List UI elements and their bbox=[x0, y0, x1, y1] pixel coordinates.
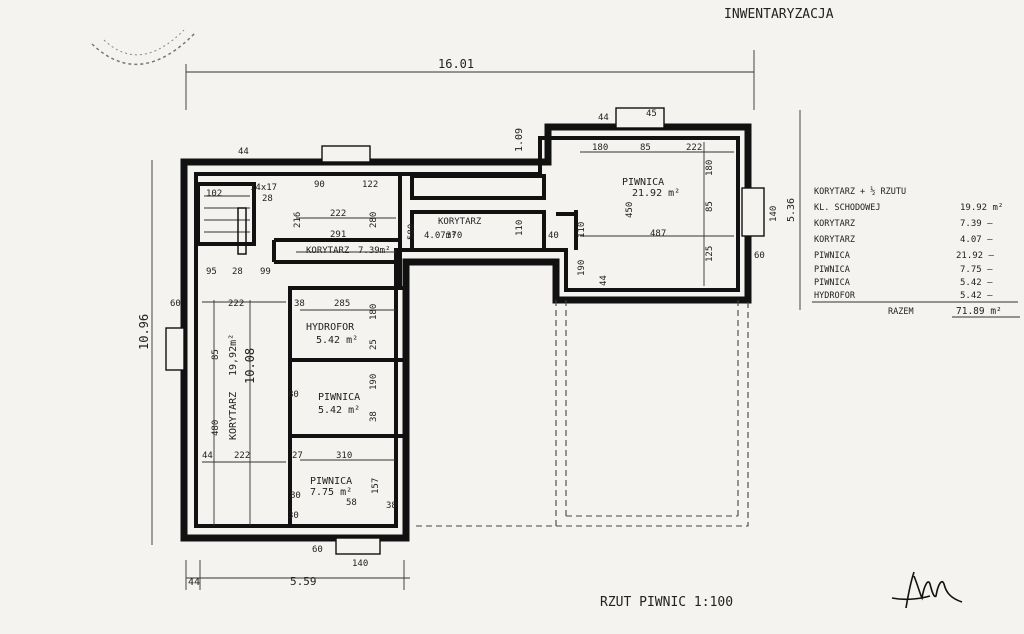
dim-text: 110 bbox=[515, 220, 525, 236]
summary-total-value: 71.89 m² bbox=[956, 306, 1002, 317]
dim-text: 280 bbox=[369, 212, 379, 228]
dim-text: 28 bbox=[232, 267, 243, 277]
summary-value: 21.92 — bbox=[956, 251, 995, 261]
dim-text: 370 bbox=[446, 231, 462, 241]
room-area: 19,92m² bbox=[228, 334, 239, 376]
dim-text: 222 bbox=[330, 209, 346, 219]
dim-text: 25 bbox=[369, 339, 379, 350]
room-area: 21.92 m² bbox=[632, 188, 680, 199]
room-label: PIWNICA bbox=[310, 476, 352, 487]
dim-text: 222 bbox=[228, 299, 244, 309]
dim-text: 95 bbox=[206, 267, 217, 277]
summary-label: HYDROFOR bbox=[814, 291, 856, 301]
dim-text: 58 bbox=[346, 498, 357, 508]
room-area: 5.42 m² bbox=[318, 405, 360, 416]
dim-text: 44 bbox=[202, 451, 213, 461]
dim-right-side-a: 1.09 bbox=[514, 128, 525, 152]
room-label: KORYTARZ bbox=[228, 392, 239, 440]
dim-bottom-left: 44 bbox=[188, 577, 200, 588]
summary-value: 5.42 — bbox=[960, 278, 993, 288]
dim-text: 180 bbox=[369, 304, 379, 320]
summary-value: 4.07 — bbox=[960, 235, 993, 245]
dim-text: 44 bbox=[598, 113, 609, 123]
summary-label: PIWNICA bbox=[814, 251, 850, 261]
dim-text: 44 bbox=[238, 147, 249, 157]
dim-text: 38 bbox=[294, 299, 305, 309]
dim-text: 102 bbox=[206, 189, 222, 199]
dim-text: 38 bbox=[369, 411, 379, 422]
dim-text: 14x17 bbox=[250, 183, 277, 193]
summary-label: PIWNICA bbox=[814, 265, 850, 275]
dim-text: 222 bbox=[686, 143, 702, 153]
dim-text: 190 bbox=[577, 260, 587, 276]
summary-label: KL. SCHODOWEJ bbox=[814, 203, 881, 213]
dim-text: 580 bbox=[407, 224, 417, 240]
room-area: 7.75 m² bbox=[310, 487, 352, 498]
dim-text: 487 bbox=[650, 229, 666, 239]
dim-overall-height: 10.96 bbox=[137, 314, 151, 350]
dim-text: 60 bbox=[754, 251, 765, 261]
dim-text: 450 bbox=[625, 202, 635, 218]
dim-text: 140 bbox=[769, 206, 779, 222]
summary-label: KORYTARZ bbox=[814, 235, 855, 245]
dim-text: 125 bbox=[705, 246, 715, 262]
summary-value: 5.42 — bbox=[960, 291, 993, 301]
dim-text: 38 bbox=[386, 501, 397, 511]
dim-text: 110 bbox=[577, 222, 587, 238]
dim-text: 60 bbox=[312, 545, 323, 555]
stamp-icon bbox=[91, 29, 197, 66]
dim-text: 285 bbox=[334, 299, 350, 309]
dim-bottom-width: 5.59 bbox=[290, 575, 317, 588]
room-label: KORYTARZ bbox=[306, 246, 350, 256]
page-title: INWENTARYZACJA bbox=[724, 7, 834, 22]
dim-text: 80 bbox=[290, 491, 301, 501]
dim-text: 310 bbox=[336, 451, 352, 461]
dim-overall-width: 16.01 bbox=[438, 57, 474, 71]
dim-text: 40 bbox=[548, 231, 559, 241]
summary-label: PIWNICA bbox=[814, 278, 850, 288]
dim-text: 480 bbox=[211, 420, 221, 436]
dim-text: 157 bbox=[371, 478, 381, 494]
dim-text: 60 bbox=[170, 299, 181, 309]
dim-text: 180 bbox=[592, 143, 608, 153]
dim-text: 90 bbox=[314, 180, 325, 190]
dim-text: 85 bbox=[705, 201, 715, 212]
dim-text: 291 bbox=[330, 230, 346, 240]
dim-text: 80 bbox=[288, 390, 299, 400]
room-area: 5.42 m² bbox=[316, 335, 358, 346]
dim-text: 28 bbox=[262, 194, 273, 204]
room-label: PIWNICA bbox=[318, 392, 360, 403]
room-label: KORYTARZ bbox=[438, 217, 482, 227]
summary-total-label: RAZEM bbox=[888, 307, 914, 317]
dim-text: 10.08 bbox=[243, 348, 257, 384]
summary-value: 7.39 — bbox=[960, 219, 993, 229]
dim-text: 180 bbox=[705, 160, 715, 176]
room-label: HYDROFOR bbox=[306, 322, 355, 333]
dim-text: 27 bbox=[292, 451, 303, 461]
dim-text: 99 bbox=[260, 267, 271, 277]
summary-label: KORYTARZ + ½ RZUTU bbox=[814, 186, 906, 197]
dim-text: 44 bbox=[599, 275, 609, 286]
room-area: 7.39m² bbox=[358, 246, 391, 256]
dim-text: 45 bbox=[646, 109, 657, 119]
dim-text: 122 bbox=[362, 180, 378, 190]
dim-text: 222 bbox=[234, 451, 250, 461]
summary-label: KORYTARZ bbox=[814, 219, 855, 229]
dim-text: 140 bbox=[352, 559, 368, 569]
room-area: 4.07m² bbox=[424, 231, 457, 241]
summary-value: 7.75 — bbox=[960, 265, 993, 275]
signature-icon bbox=[891, 571, 963, 609]
dim-text: 85 bbox=[211, 349, 221, 360]
area-summary-table: KORYTARZ + ½ RZUTU KL. SCHODOWEJ 19.92 m… bbox=[812, 186, 1020, 318]
plan-caption: RZUT PIWNIC 1:100 bbox=[600, 595, 733, 610]
room-label: PIWNICA bbox=[622, 177, 664, 188]
dim-text: 30 bbox=[288, 511, 299, 521]
summary-value: 19.92 m² bbox=[960, 203, 1003, 213]
dim-text: 216 bbox=[293, 212, 303, 228]
dim-text: 190 bbox=[369, 374, 379, 390]
dim-right-height: 5.36 bbox=[786, 198, 797, 222]
dim-text: 85 bbox=[640, 143, 651, 153]
